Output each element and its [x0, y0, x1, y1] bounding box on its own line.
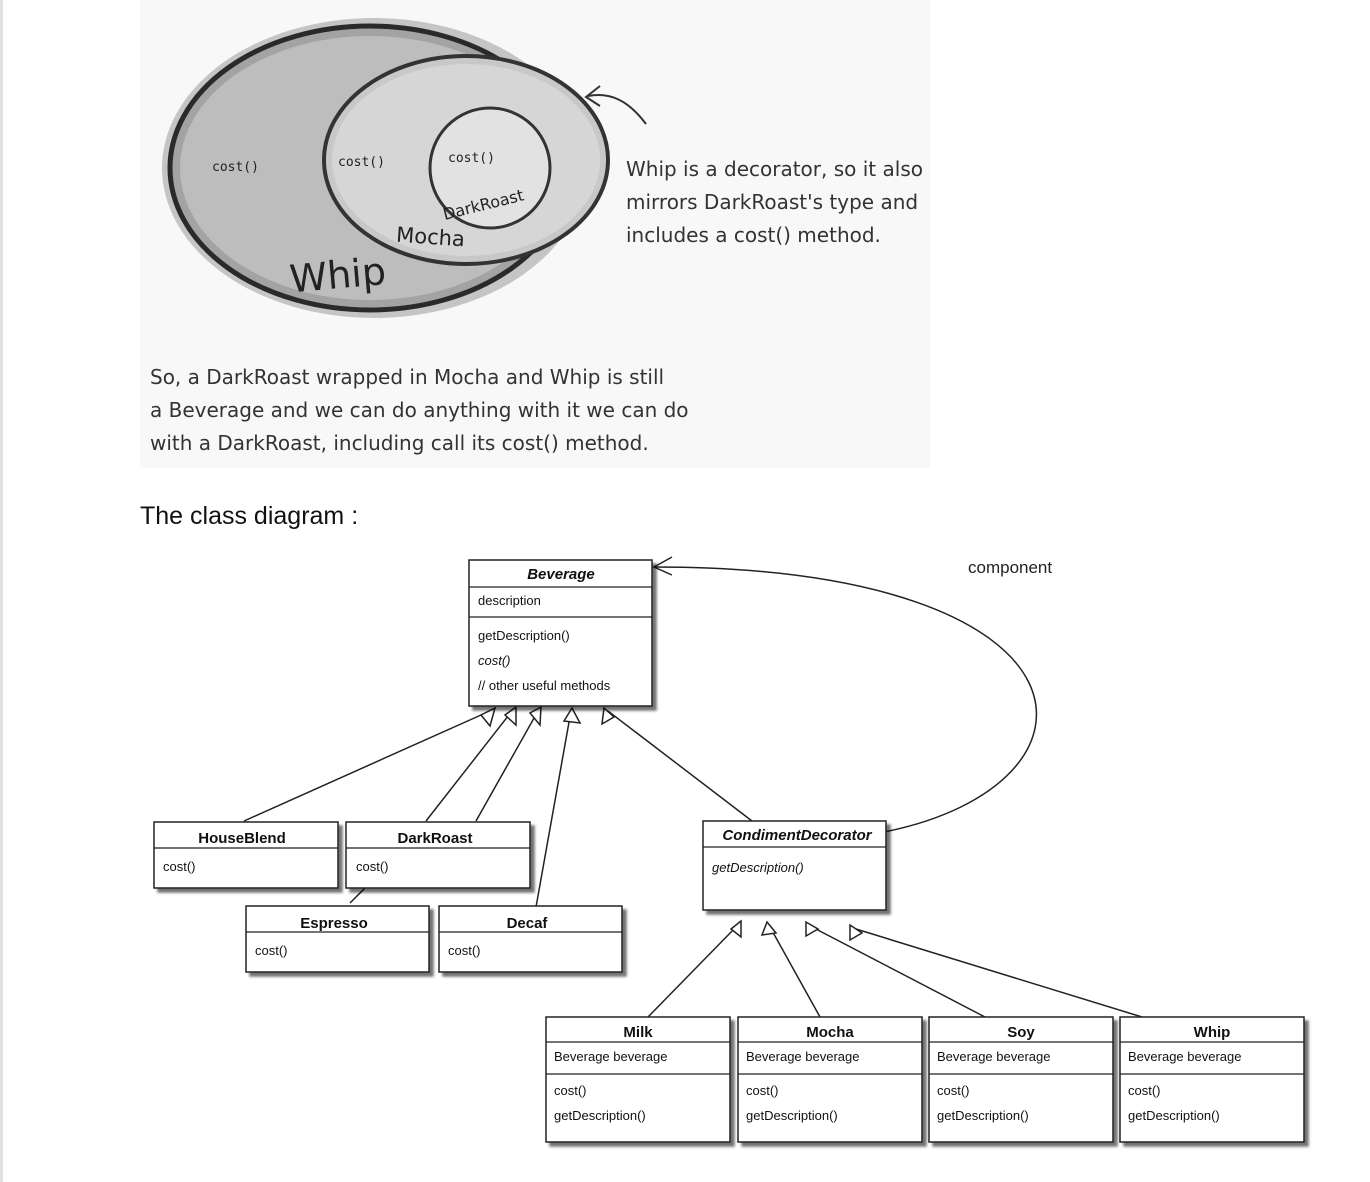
class-soy: Soy Beverage beverage cost() getDescript…	[928, 1016, 1114, 1143]
bottom-note-line-3: with a DarkRoast, including call its cos…	[150, 431, 649, 455]
class-name: Espresso	[300, 915, 368, 932]
component-association	[653, 566, 1038, 833]
side-note-line-2: mirrors DarkRoast's type and	[626, 190, 918, 214]
class-name: CondimentDecorator	[722, 827, 872, 844]
inner-cost-label: cost()	[448, 151, 495, 166]
mocha-label: Mocha	[395, 223, 465, 252]
class-method: cost()	[1128, 1083, 1161, 1098]
class-method: getDescription()	[746, 1108, 838, 1123]
arrowhead	[528, 705, 542, 727]
arrowhead	[601, 706, 616, 726]
class-method: cost()	[255, 943, 288, 958]
espresso-link-line	[349, 887, 366, 904]
class-method: cost()	[448, 943, 481, 958]
arrowhead	[479, 706, 497, 728]
decorator-inheritance-line	[607, 710, 753, 822]
class-method: getDescription()	[937, 1108, 1029, 1123]
class-method: getDescription()	[554, 1108, 646, 1123]
arrowhead	[760, 920, 778, 936]
class-whip: Whip Beverage beverage cost() getDescrip…	[1119, 1016, 1305, 1143]
class-method: cost()	[937, 1083, 970, 1098]
class-name: Mocha	[806, 1024, 854, 1041]
uml-class-diagram: component Beverage description getDescri…	[153, 556, 1305, 1143]
arrowhead	[849, 923, 864, 942]
arrowhead	[729, 919, 742, 939]
soy-inheritance-line	[811, 926, 986, 1018]
page-left-border	[0, 0, 3, 1182]
class-attribute: Beverage beverage	[937, 1049, 1050, 1064]
milk-inheritance-line	[647, 926, 737, 1018]
class-houseblend: HouseBlend cost()	[153, 821, 339, 889]
class-mocha: Mocha Beverage beverage cost() getDescri…	[737, 1016, 923, 1143]
class-milk: Milk Beverage beverage cost() getDescrip…	[545, 1016, 731, 1143]
class-method: cost()	[554, 1083, 587, 1098]
class-attribute: Beverage beverage	[1128, 1049, 1241, 1064]
class-method: cost()	[746, 1083, 779, 1098]
class-method: cost()	[163, 859, 196, 874]
side-note-line-3: includes a cost() method.	[626, 223, 881, 247]
class-diagram-heading: The class diagram :	[140, 502, 359, 530]
whip-label: Whip	[288, 249, 388, 301]
class-attribute: description	[478, 593, 541, 608]
darkroast-layer	[428, 106, 552, 230]
espresso-inheritance-line	[475, 710, 539, 822]
arrowhead	[503, 705, 517, 727]
class-darkroast: DarkRoast cost()	[345, 821, 531, 889]
decaf-inheritance-line	[535, 710, 572, 908]
class-condiment-decorator: CondimentDecorator getDescription()	[702, 820, 887, 911]
decorator-nesting-illustration: cost() cost() cost() DarkRoast Mocha Whi…	[140, 0, 930, 468]
bottom-note-line-2: a Beverage and we can do anything with i…	[150, 398, 689, 422]
class-name: Milk	[623, 1024, 653, 1041]
class-name: Whip	[1194, 1024, 1231, 1041]
class-method: cost()	[478, 653, 511, 668]
class-attribute: Beverage beverage	[746, 1049, 859, 1064]
arrowhead	[805, 920, 820, 938]
class-name: Decaf	[507, 915, 549, 932]
class-method: getDescription()	[712, 860, 804, 875]
association-arrowhead	[652, 556, 673, 576]
class-method: getDescription()	[478, 628, 570, 643]
class-method: cost()	[356, 859, 389, 874]
darkroast-inheritance-line	[425, 710, 513, 822]
side-note-line-1: Whip is a decorator, so it also	[626, 157, 923, 181]
houseblend-inheritance-line	[243, 710, 491, 822]
class-name: Beverage	[527, 566, 595, 583]
class-name: HouseBlend	[198, 830, 286, 847]
class-name: DarkRoast	[397, 830, 472, 847]
class-name: Soy	[1007, 1024, 1035, 1041]
class-attribute: Beverage beverage	[554, 1049, 667, 1064]
class-beverage: Beverage description getDescription() co…	[468, 559, 653, 707]
class-method: // other useful methods	[478, 678, 611, 693]
mocha-inheritance-line	[769, 926, 821, 1018]
middle-cost-label: cost()	[338, 155, 385, 170]
outer-cost-label: cost()	[212, 160, 259, 175]
bottom-note-line-1: So, a DarkRoast wrapped in Mocha and Whi…	[150, 365, 664, 389]
whip-inheritance-line	[855, 928, 1143, 1018]
association-label: component	[968, 558, 1052, 577]
arrowhead	[562, 706, 582, 724]
class-espresso: Espresso cost()	[245, 905, 430, 973]
class-decaf: Decaf cost()	[438, 905, 623, 973]
class-method: getDescription()	[1128, 1108, 1220, 1123]
